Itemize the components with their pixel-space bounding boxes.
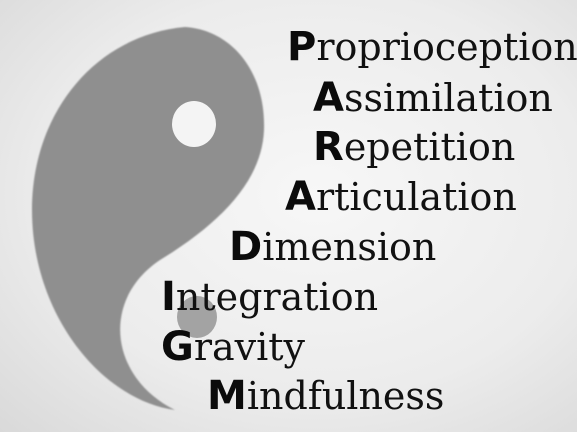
acrostic-word: Articulation (285, 177, 517, 217)
acrostic-rest: roprioception (316, 25, 577, 69)
acrostic-initial: M (207, 373, 247, 419)
acrostic-word: Gravity (161, 327, 305, 367)
acrostic-initial: D (229, 224, 263, 270)
acrostic-word: Dimension (229, 227, 436, 267)
acrostic-word: Assimilation (313, 78, 553, 118)
acrostic-initial: A (313, 75, 344, 121)
acrostic-initial: A (285, 174, 316, 220)
acrostic-initial: R (313, 124, 344, 170)
acrostic-rest: ntegration (175, 275, 379, 319)
acrostic-initial: G (161, 324, 194, 370)
yang-eye (177, 296, 217, 338)
acrostic-rest: ravity (193, 325, 306, 369)
acrostic-word: Proprioception (287, 27, 577, 67)
acrostic-word: Repetition (313, 127, 515, 167)
acrostic-rest: rticulation (315, 175, 517, 219)
acrostic-word: Integration (161, 277, 378, 317)
acrostic-initial: P (287, 24, 317, 70)
acrostic-rest: imension (262, 225, 437, 269)
yin-eye (172, 101, 216, 147)
acrostic-rest: epetition (343, 125, 516, 169)
acrostic-initial: I (161, 274, 176, 320)
acrostic-rest: ssimilation (343, 76, 553, 120)
acrostic-rest: indfulness (246, 374, 445, 418)
acrostic-word: Mindfulness (207, 376, 444, 416)
